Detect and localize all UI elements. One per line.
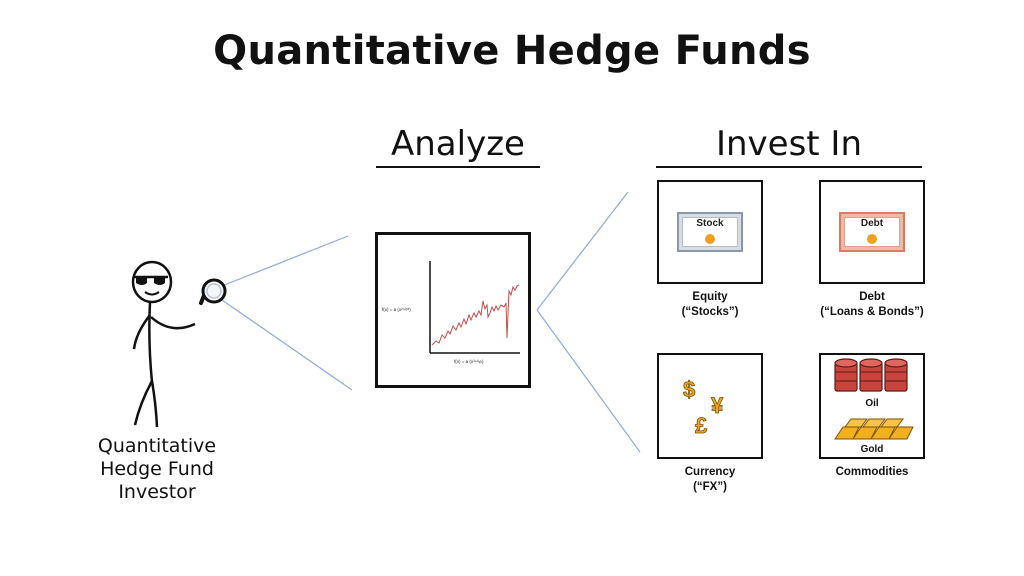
- investor-figure: [131, 260, 227, 428]
- page-title: Quantitative Hedge Funds: [213, 28, 811, 74]
- currency-caption: Currency (“FX”): [684, 466, 736, 493]
- chart-svg: f(x) = a (x²+ᵇ⁄ᶜ) f(x) = a (x³+ᵏᵢ⁄ₙ): [382, 261, 520, 364]
- invest-in-heading: Invest In: [715, 124, 863, 164]
- analyze-heading: Analyze: [391, 124, 525, 164]
- connector-line: [221, 235, 349, 287]
- commodities-caption: Commodities: [835, 466, 909, 478]
- stock-certificate-icon: Stock: [677, 212, 743, 252]
- analysis-chart: f(x) = a (x²+ᵇ⁄ᶜ) f(x) = a (x³+ᵏᵢ⁄ₙ): [375, 232, 531, 388]
- formula-bottom: f(x) = a (x³+ᵏᵢ⁄ₙ): [454, 359, 484, 364]
- price-line: [431, 284, 520, 346]
- dollar-icon: $: [683, 377, 695, 402]
- investor-label: Quantitative Hedge Fund Investor: [97, 435, 217, 503]
- oil-barrels-icon: [834, 358, 908, 392]
- equity-tile: Stock: [657, 180, 763, 284]
- debt-certificate-icon: Debt: [839, 212, 905, 252]
- connector-line: [221, 299, 353, 391]
- analyze-underline: [376, 166, 540, 168]
- debt-tile: Debt: [819, 180, 925, 284]
- stock-certificate-label: Stock: [696, 218, 724, 229]
- equity-caption: Equity (“Stocks”): [681, 291, 739, 318]
- currency-tile: $ ¥ £: [657, 353, 763, 459]
- gold-label: Gold: [861, 444, 884, 455]
- debt-caption: Debt (“Loans & Bonds”): [820, 291, 924, 318]
- oil-label: Oil: [865, 398, 879, 409]
- connector-line: [536, 191, 629, 311]
- gold-bars-icon: [834, 418, 914, 440]
- yen-icon: ¥: [711, 393, 724, 418]
- pound-icon: £: [695, 413, 708, 438]
- invest-in-underline: [656, 166, 922, 168]
- commodities-tile: Oil Gold: [819, 353, 925, 459]
- formula-left: f(x) = a (x²+ᵇ⁄ᶜ): [382, 307, 411, 312]
- seal-icon: [705, 234, 715, 244]
- debt-certificate-label: Debt: [860, 218, 884, 229]
- currency-symbols-icon: $ ¥ £: [683, 377, 725, 439]
- connector-line: [536, 309, 641, 453]
- seal-icon: [867, 234, 877, 244]
- magnifying-glass-icon: [199, 278, 227, 305]
- commodities-illustration: Oil Gold: [834, 358, 914, 455]
